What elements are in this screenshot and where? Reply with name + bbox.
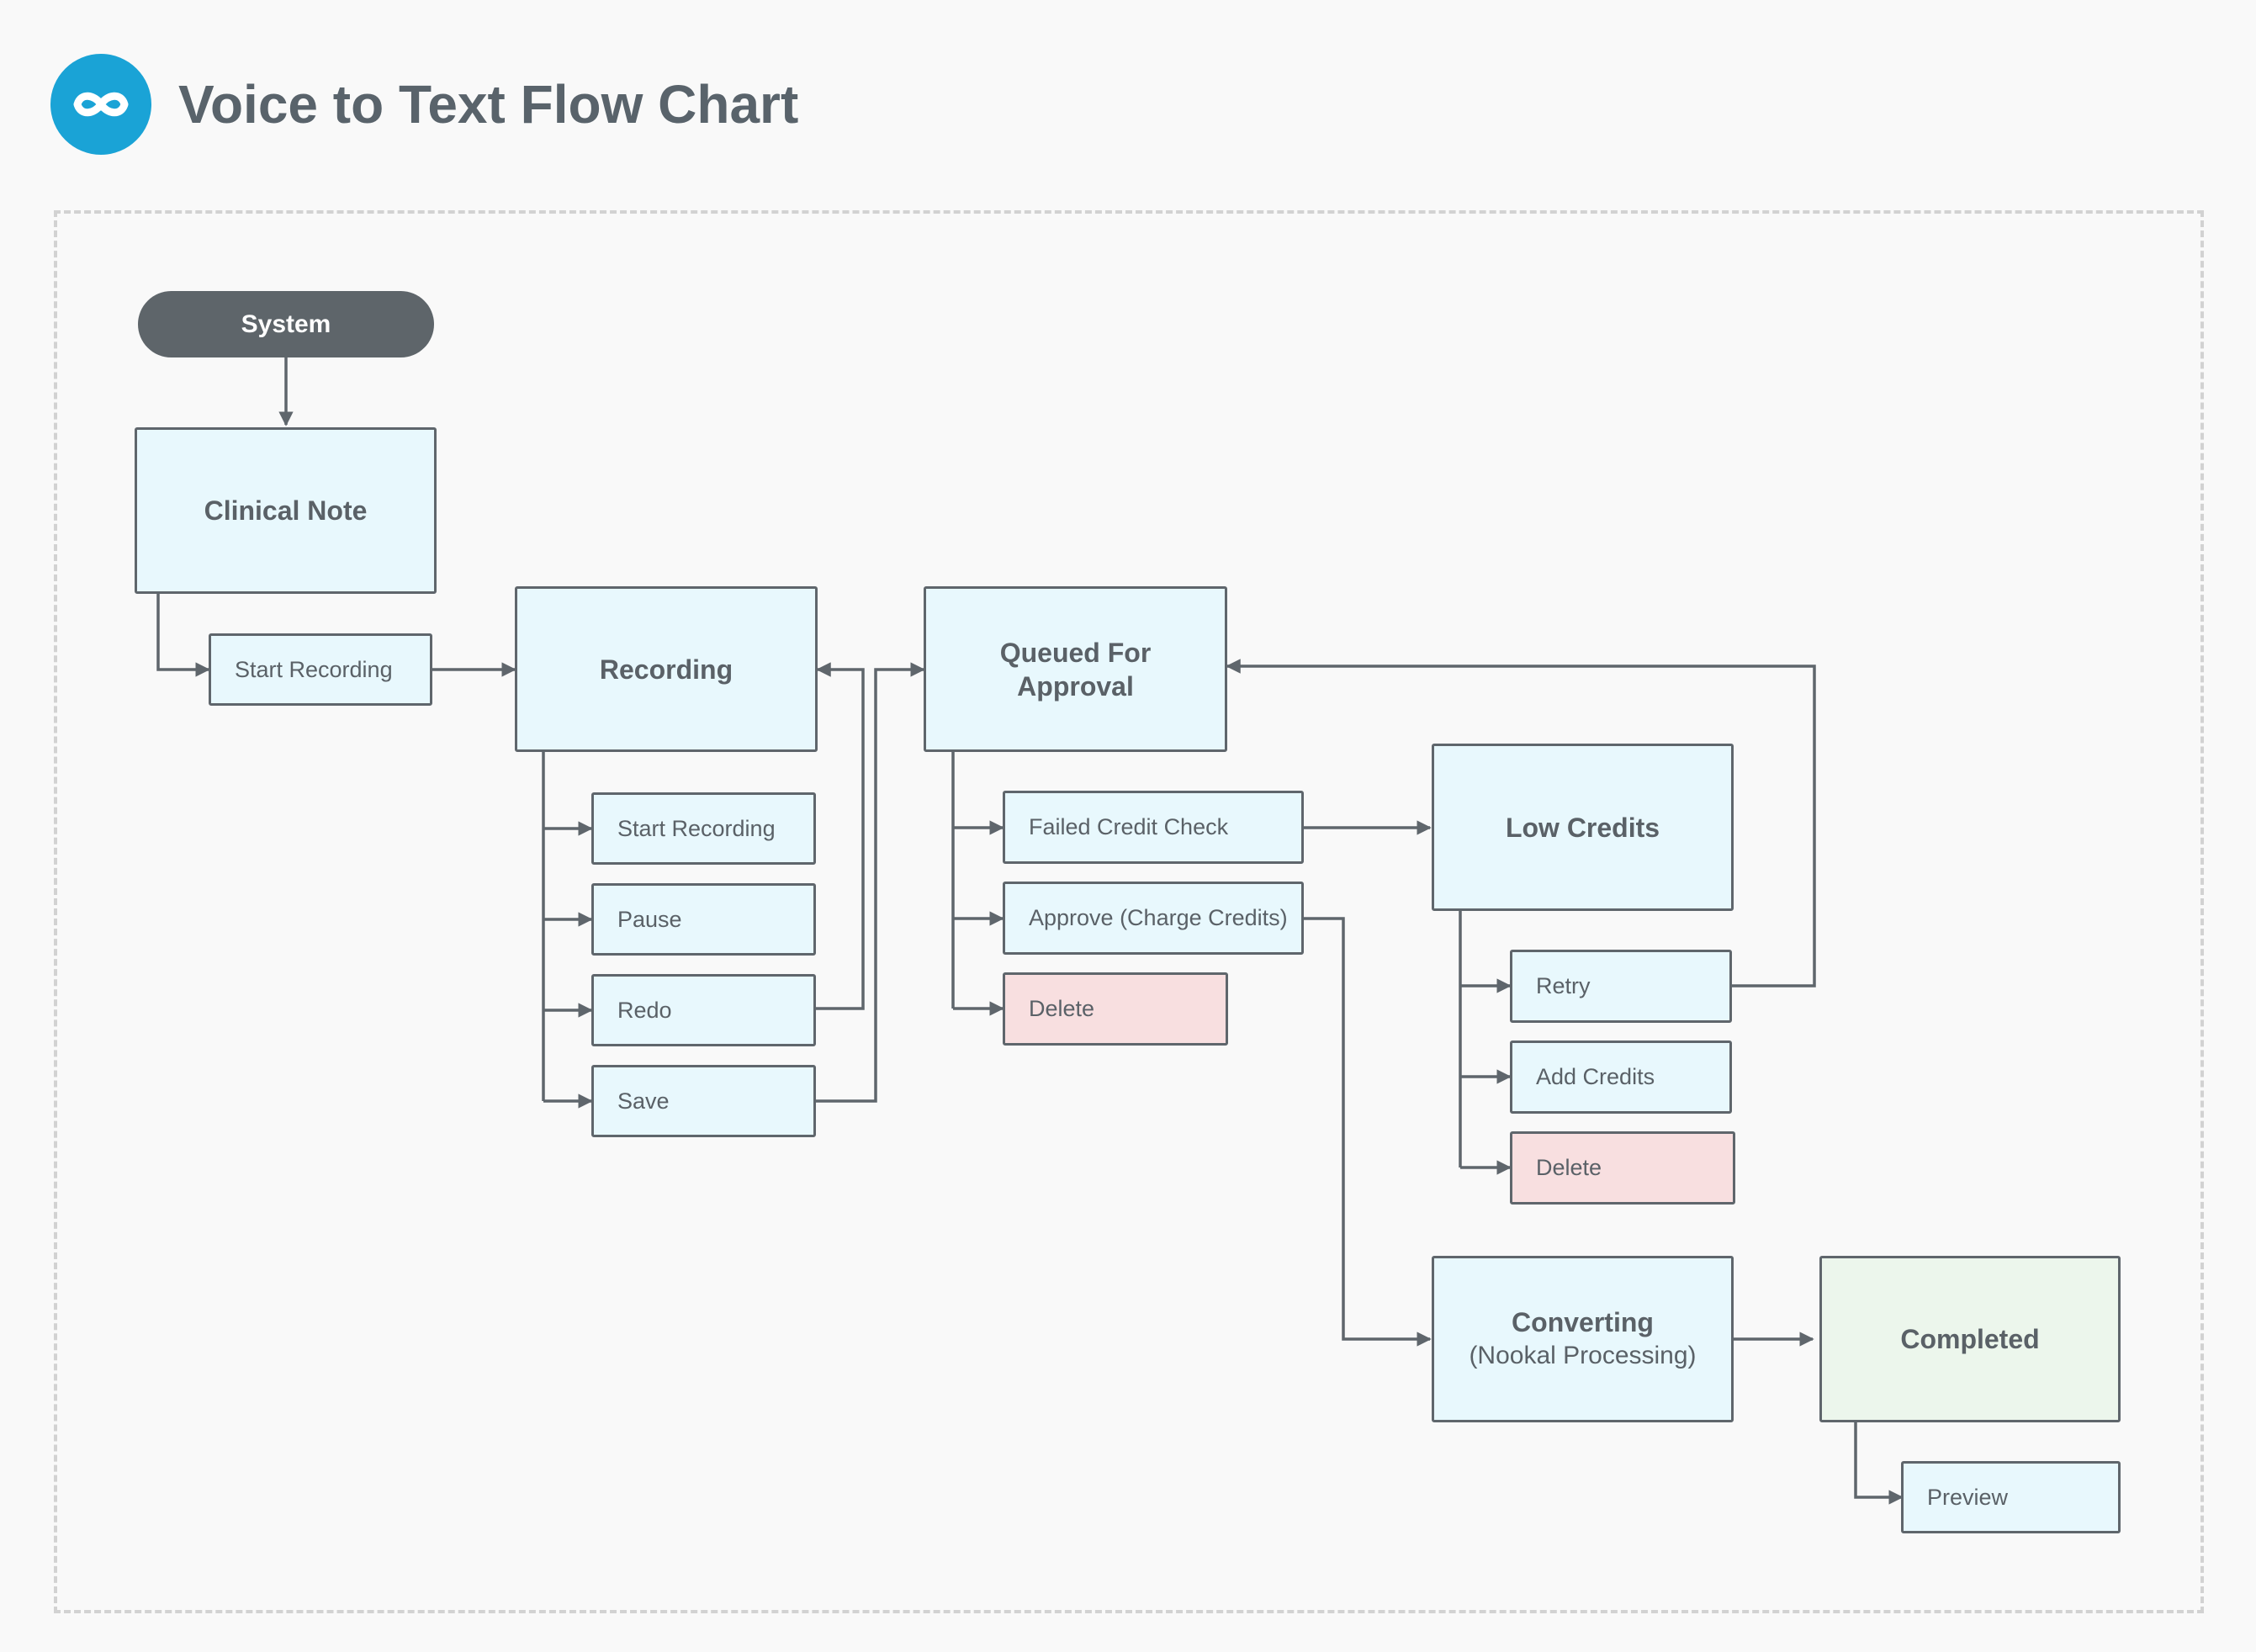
converting-label: Converting — [1512, 1307, 1654, 1337]
connector-save-to-queued — [816, 662, 925, 1103]
rec-start-recording-action: Start Recording — [591, 792, 816, 865]
recording-node: Recording — [515, 586, 818, 752]
failed-credit-check-action: Failed Credit Check — [1003, 791, 1304, 864]
app-logo — [50, 54, 151, 155]
low-credits-node: Low Credits — [1432, 744, 1734, 911]
clinical-note-node: Clinical Note — [135, 427, 437, 594]
start-recording-action: Start Recording — [209, 633, 432, 706]
rec-save-action: Save — [591, 1065, 816, 1137]
rec-pause-action: Pause — [591, 883, 816, 956]
flowchart-canvas — [54, 210, 2204, 1613]
queued-for-approval-node: Queued For Approval — [924, 586, 1227, 752]
preview-action: Preview — [1901, 1461, 2121, 1533]
approve-charge-credits-action: Approve (Charge Credits) — [1003, 882, 1304, 955]
connector-approve-to-converting — [1304, 917, 1432, 1347]
connector-retry-to-queued — [1226, 659, 1816, 987]
connector-completed-to-preview — [1854, 1422, 1904, 1505]
add-credits-action: Add Credits — [1510, 1040, 1732, 1114]
converting-node: Converting (Nookal Processing) — [1432, 1256, 1734, 1422]
converting-sub-label: (Nookal Processing) — [1469, 1342, 1697, 1369]
completed-node: Completed — [1819, 1256, 2121, 1422]
infinity-icon — [73, 92, 129, 117]
queued-delete-action: Delete — [1003, 972, 1228, 1046]
queued-for-approval-label: Queued For Approval — [999, 637, 1152, 702]
connector-redo-to-recording — [816, 662, 865, 1010]
rec-redo-action: Redo — [591, 974, 816, 1046]
page-title: Voice to Text Flow Chart — [178, 74, 799, 135]
system-node: System — [138, 291, 434, 357]
connector-clinical-note-to-start — [156, 593, 210, 677]
retry-action: Retry — [1510, 950, 1732, 1023]
low-delete-action: Delete — [1510, 1131, 1735, 1205]
